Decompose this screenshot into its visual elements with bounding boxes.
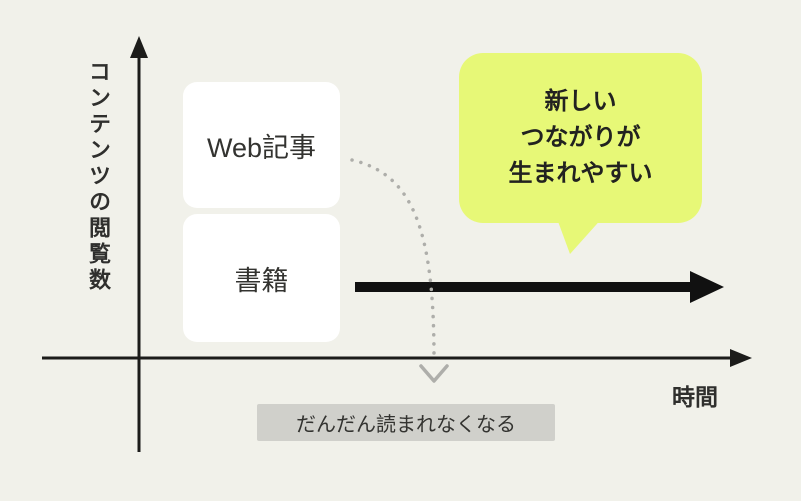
y-axis	[130, 36, 148, 452]
decline-arrowhead	[419, 364, 449, 383]
x-axis	[42, 349, 752, 367]
speech-bubble-line-1: 新しい	[544, 88, 617, 115]
speech-bubble-line-2: つながりが	[520, 124, 641, 151]
time-arrow	[355, 271, 724, 303]
decline-curve	[350, 158, 449, 383]
speech-bubble: 新しい つながりが 生まれやすい	[459, 53, 702, 223]
node-book: 書籍	[183, 214, 340, 342]
decline-label-text: だんだん読まれなくなる	[296, 414, 516, 436]
decline-label: だんだん読まれなくなる	[257, 404, 555, 441]
node-book-label: 書籍	[234, 265, 289, 296]
node-web-article: Web記事	[183, 82, 340, 208]
x-axis-arrowhead	[730, 349, 752, 367]
time-arrowhead	[690, 271, 724, 303]
x-axis-label: 時間	[672, 384, 718, 410]
node-web-article-label: Web記事	[206, 132, 317, 163]
speech-bubble-line-3: 生まれやすい	[508, 160, 653, 187]
y-axis-arrowhead	[130, 36, 148, 58]
y-axis-label: コンテンツの閲覧数	[86, 60, 111, 294]
